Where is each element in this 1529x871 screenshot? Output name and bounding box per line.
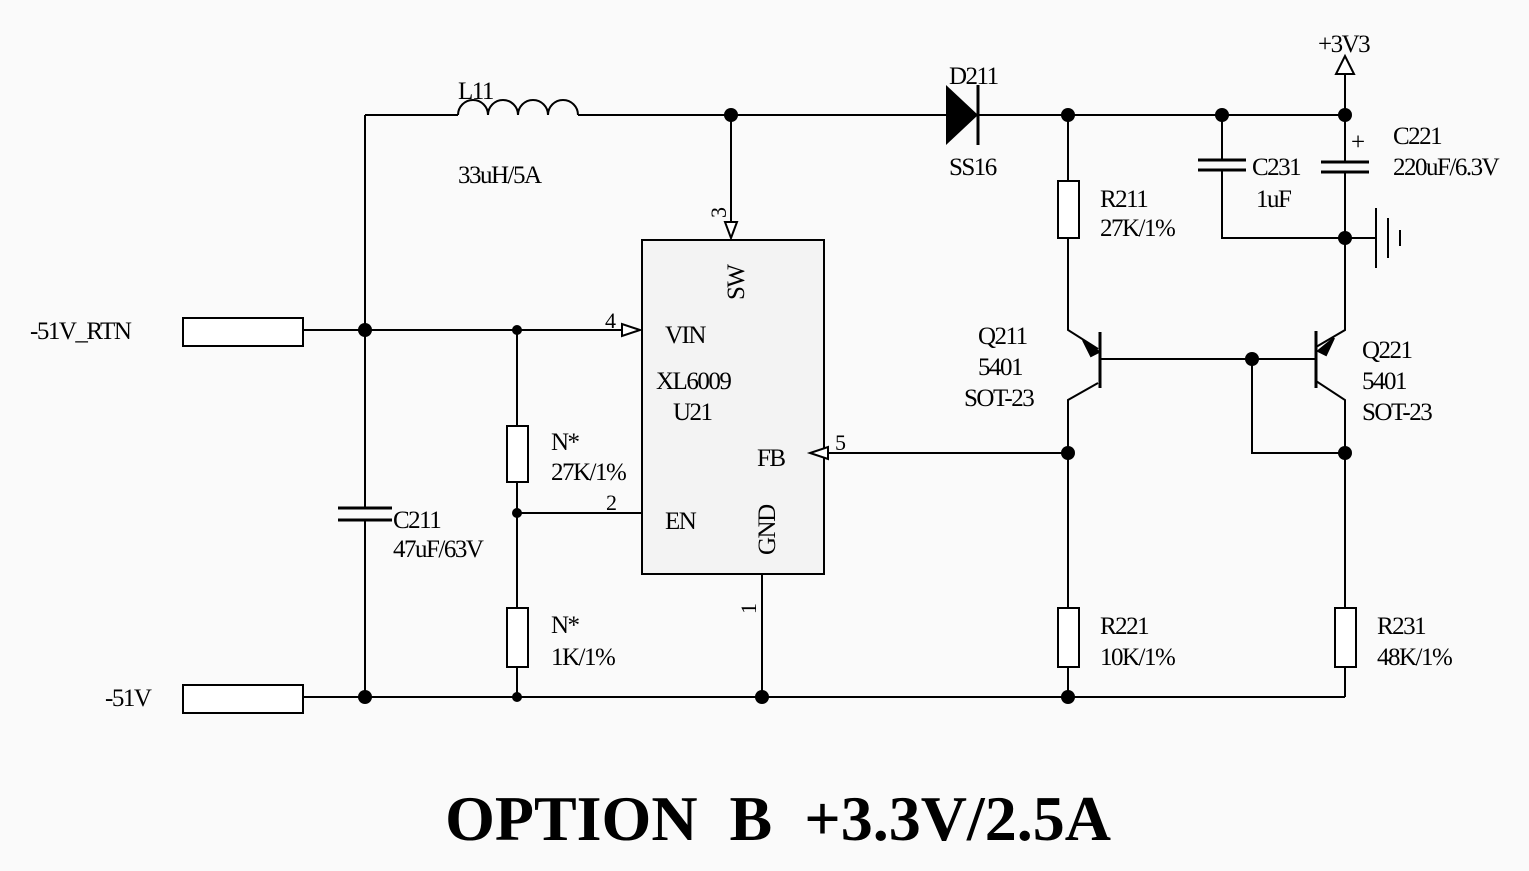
junctions: [358, 108, 1352, 704]
resistor-r231: R231 48K/1%: [1334, 607, 1454, 671]
r211-ref: R211: [1100, 186, 1147, 213]
transistor-q211: Q211 5401 SOT-23: [964, 323, 1102, 412]
inductor-l11: L11 33uH/5A: [457, 78, 579, 189]
diagram-title: OPTION B +3.3V/2.5A: [445, 783, 1111, 854]
inductor-value: 33uH/5A: [458, 162, 542, 189]
r231-value: 48K/1%: [1377, 644, 1452, 671]
pin-number-gnd: 1: [736, 603, 761, 614]
port-rtn: -51V_RTN: [30, 317, 304, 347]
power-port-label: +3V3: [1318, 31, 1370, 58]
c221-value: 220uF/6.3V: [1393, 154, 1500, 181]
pin-name-vin: VIN: [665, 322, 706, 349]
ground-icon: [1375, 208, 1401, 268]
c221-ref: C221: [1393, 123, 1441, 150]
diode-d211: D211 SS16: [946, 63, 999, 181]
emitter-arrow-icon: [1316, 337, 1335, 357]
capacitor-c231: C231 1uF: [1198, 154, 1302, 213]
pin-number-en: 2: [606, 490, 617, 515]
emitter-arrow-icon: [1082, 339, 1101, 358]
q221-ref: Q221: [1362, 337, 1412, 364]
transistor-q221: Q221 5401 SOT-23: [1314, 331, 1434, 426]
q211-package: SOT-23: [964, 385, 1034, 412]
inductor-ref: L11: [458, 78, 493, 105]
en-bot-value: 1K/1%: [551, 644, 615, 671]
pin-name-gnd: GND: [754, 504, 781, 555]
diode-value: SS16: [949, 154, 997, 181]
r221-ref: R221: [1100, 613, 1148, 640]
c211-value: 47uF/63V: [393, 536, 484, 563]
capacitor-c221: + C221 220uF/6.3V: [1321, 123, 1501, 181]
r211-value: 27K/1%: [1100, 215, 1175, 242]
ic-ref: U21: [673, 399, 712, 426]
power-port-3v3: +3V3: [1318, 31, 1372, 75]
port-neg-label: -51V: [105, 685, 152, 712]
port-neg: -51V: [105, 684, 304, 714]
pin-number-vin: 4: [605, 308, 616, 333]
c231-value: 1uF: [1256, 186, 1291, 213]
pin-name-en: EN: [665, 508, 697, 535]
sw-pin-arrow: [723, 221, 739, 241]
q221-value: 5401: [1362, 368, 1406, 395]
en-bot-ref: N*: [551, 612, 580, 639]
pin-name-fb: FB: [757, 445, 785, 472]
c231-ref: C231: [1252, 154, 1300, 181]
c221-polarity: +: [1351, 129, 1364, 156]
resistor-r221: R221 10K/1%: [1057, 607, 1177, 671]
pin-number-sw: 3: [706, 207, 731, 218]
c211-ref: C211: [393, 507, 440, 534]
port-rtn-label: -51V_RTN: [30, 318, 132, 345]
wires: [303, 74, 1376, 698]
ic-part: XL6009: [656, 368, 731, 395]
en-top-value: 27K/1%: [551, 459, 626, 486]
r231-ref: R231: [1377, 613, 1425, 640]
diode-ref: D211: [949, 63, 998, 90]
q211-value: 5401: [978, 354, 1022, 381]
pin-name-sw: SW: [723, 264, 750, 300]
resistor-r211: R211 27K/1%: [1057, 180, 1177, 242]
vin-pin-arrow: [621, 322, 644, 338]
pin-number-fb: 5: [835, 430, 846, 455]
r221-value: 10K/1%: [1100, 644, 1175, 671]
capacitor-c211: C211 47uF/63V: [338, 506, 485, 563]
fb-pin-arrow: [806, 445, 829, 461]
resistor-en-top: N* 27K/1%: [506, 425, 628, 486]
q211-ref: Q211: [978, 323, 1027, 350]
q221-package: SOT-23: [1362, 399, 1432, 426]
ic-xl6009: SW VIN FB EN GND XL6009 U21 3 4 5 2 1: [605, 207, 846, 614]
en-top-ref: N*: [551, 429, 580, 456]
resistor-en-bottom: N* 1K/1%: [506, 607, 617, 671]
